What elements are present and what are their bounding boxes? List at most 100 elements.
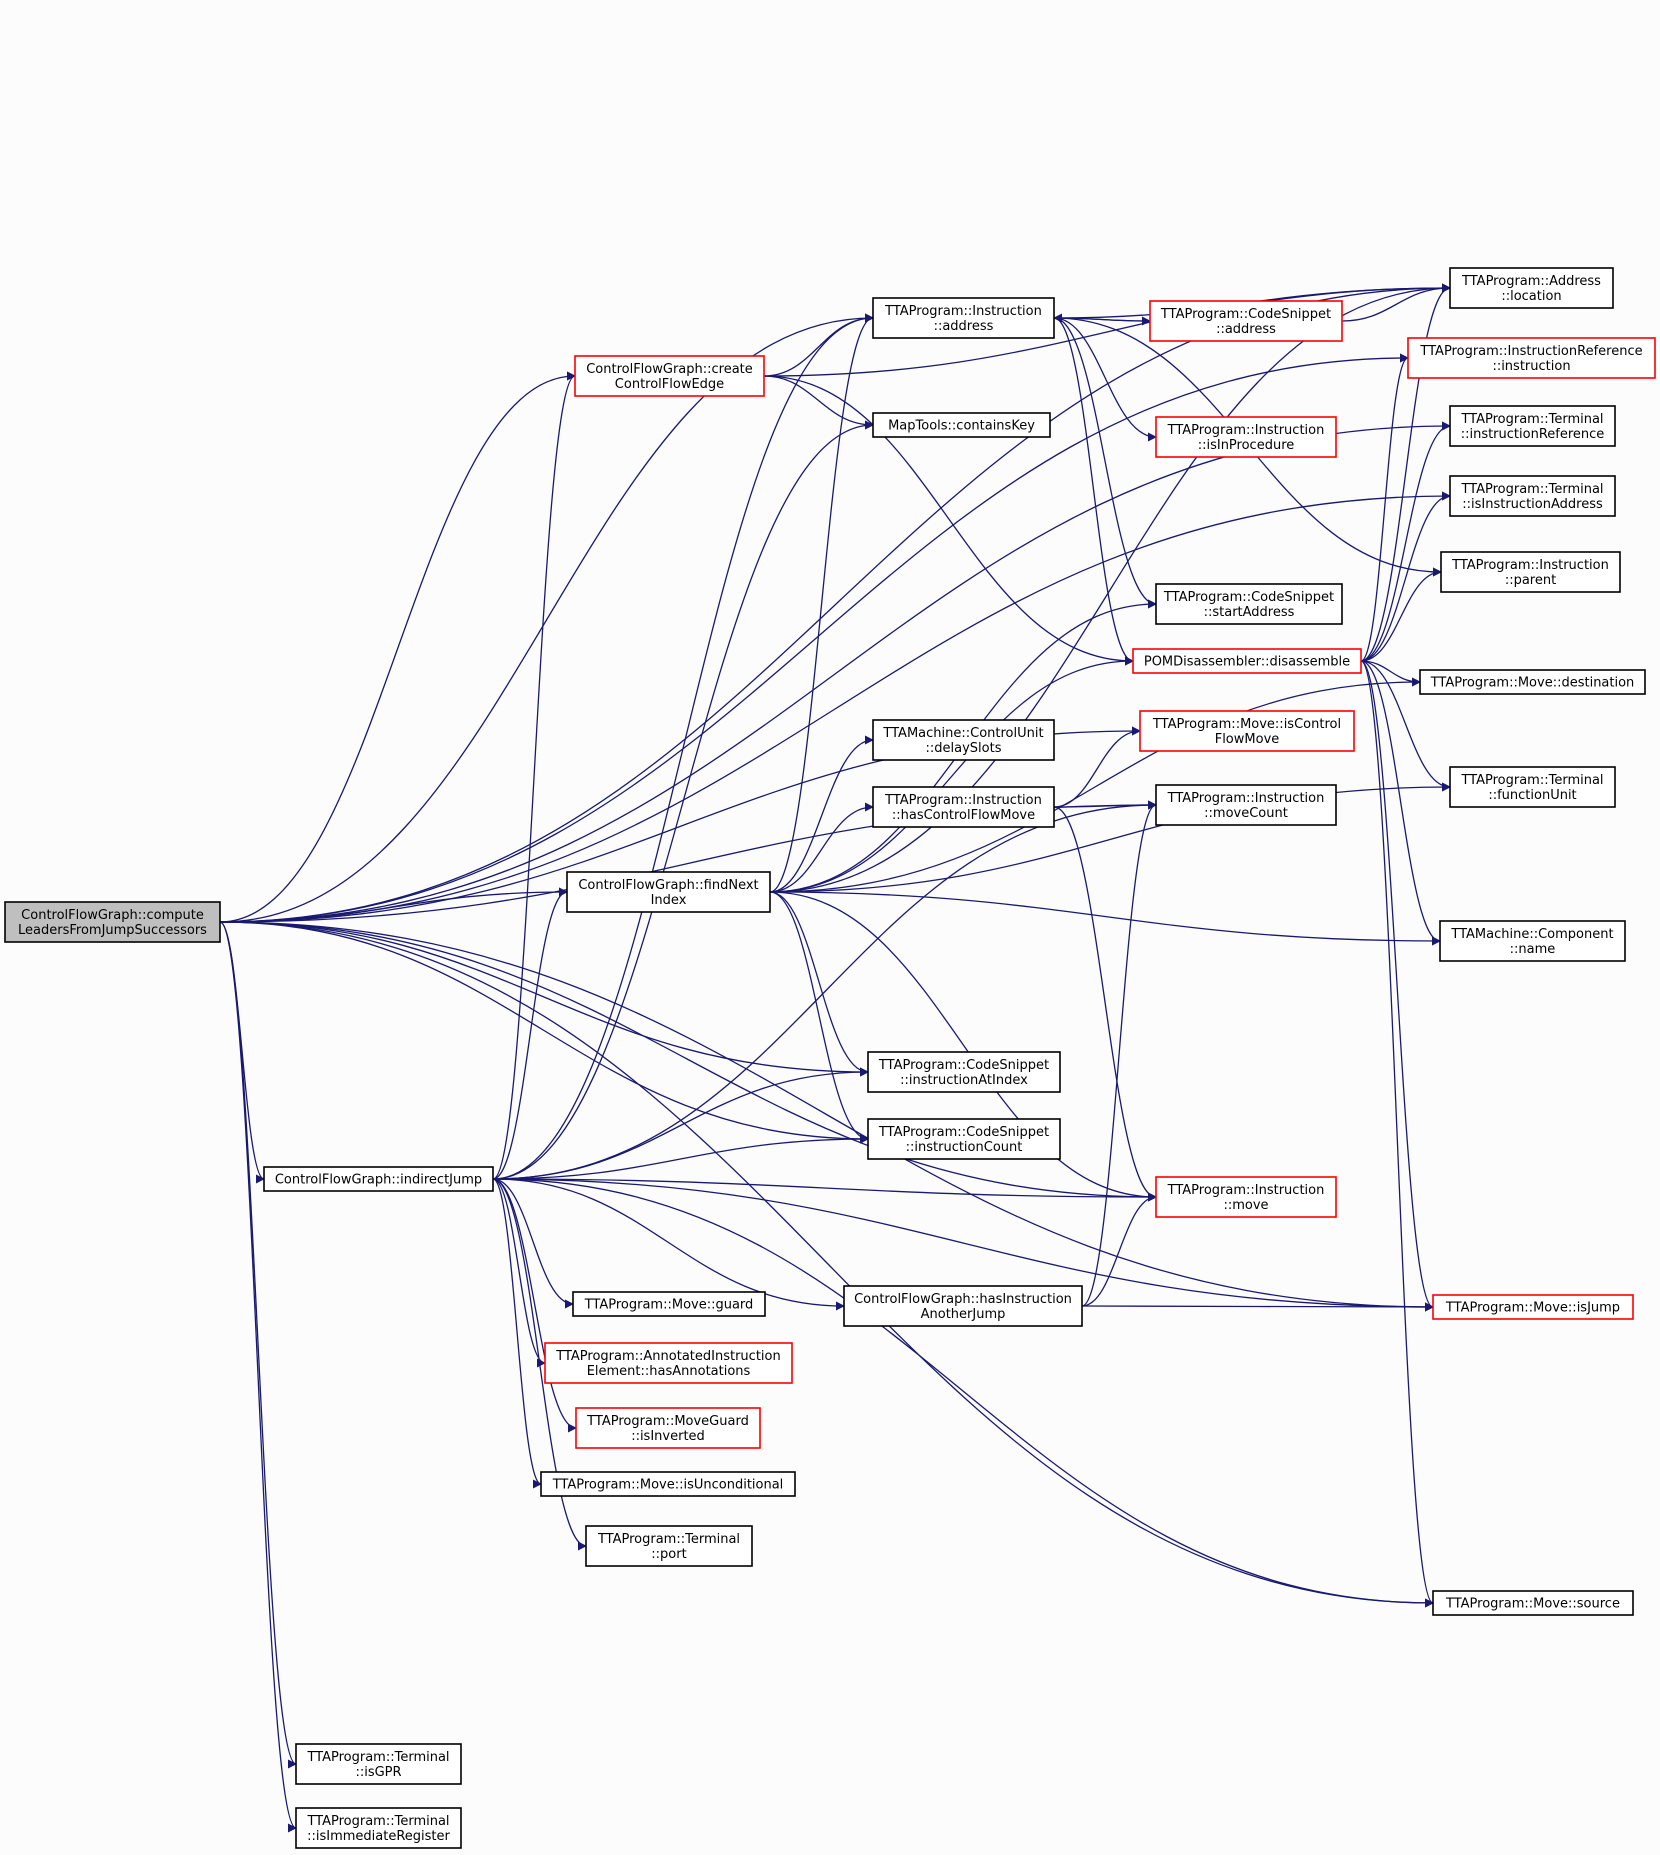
node-box: [872, 412, 1051, 438]
node-port[interactable]: TTAProgram::Terminal::port: [585, 1525, 753, 1567]
node-label: LeadersFromJumpSuccessors: [18, 923, 207, 938]
node-label: TTAProgram::Move::destination: [1430, 676, 1635, 691]
edge-disassemble-to-termInstrRef: [1360, 421, 1451, 662]
node-box: [843, 1285, 1083, 1327]
node-moveSource[interactable]: TTAProgram::Move::source: [1432, 1590, 1634, 1616]
node-label: TTAProgram::Instruction: [1167, 1183, 1325, 1198]
node-label: TTAProgram::Terminal: [1460, 773, 1603, 788]
node-moveCount[interactable]: TTAProgram::Instruction::moveCount: [1155, 784, 1337, 826]
edge-disassemble-to-addrLocation: [1360, 283, 1451, 662]
node-hasInstrJump[interactable]: ControlFlowGraph::hasInstructionAnotherJ…: [843, 1285, 1083, 1327]
node-instrMove[interactable]: TTAProgram::Instruction::move: [1155, 1176, 1337, 1218]
edge-indirectJump-to-isInverted: [492, 1178, 577, 1433]
node-box: [575, 1407, 761, 1449]
node-label: ControlFlowGraph::findNext: [578, 878, 758, 893]
node-disassemble[interactable]: POMDisassembler::disassemble: [1132, 648, 1362, 674]
node-label: TTAProgram::Move::isControl: [1152, 717, 1341, 732]
node-label: TTAProgram::Terminal: [306, 1750, 449, 1765]
node-label: ControlFlowEdge: [615, 377, 724, 392]
node-instrParent[interactable]: TTAProgram::Instruction::parent: [1440, 551, 1621, 593]
node-addrLocation[interactable]: TTAProgram::Address::location: [1449, 267, 1614, 309]
node-label: ::hasControlFlowMove: [892, 808, 1035, 823]
edge-indirectJump-to-instrCount: [492, 1134, 869, 1180]
edge-findNext-to-instrAddress: [769, 313, 874, 893]
node-label: TTAProgram::CodeSnippet: [1163, 590, 1334, 605]
node-termFU[interactable]: TTAProgram::Terminal::functionUnit: [1449, 766, 1616, 808]
node-label: Index: [651, 893, 687, 908]
node-indirectJump[interactable]: ControlFlowGraph::indirectJump: [263, 1166, 494, 1192]
node-label: ::name: [1510, 942, 1556, 957]
node-instrAtIndex[interactable]: TTAProgram::CodeSnippet::instructionAtIn…: [867, 1051, 1061, 1093]
node-csAddress[interactable]: TTAProgram::CodeSnippet::address: [1149, 300, 1343, 342]
edge-findNext-to-instrAtIndex: [769, 891, 869, 1077]
node-label: TTAProgram::Move::isJump: [1445, 1301, 1620, 1316]
edge-hasInstrJump-to-moveIsJump: [1081, 1302, 1434, 1312]
node-label: TTAProgram::Terminal: [597, 1532, 740, 1547]
edge-findNext-to-compName: [769, 891, 1441, 946]
node-box: [295, 1807, 462, 1849]
node-label: FlowMove: [1215, 732, 1280, 747]
node-label: ::isImmediateRegister: [307, 1829, 450, 1844]
node-root[interactable]: ControlFlowGraph::computeLeadersFromJump…: [4, 901, 221, 943]
node-moveIsJump[interactable]: TTAProgram::Move::isJump: [1432, 1294, 1634, 1320]
node-isInverted[interactable]: TTAProgram::MoveGuard::isInverted: [575, 1407, 761, 1449]
edge-indirectJump-to-instrMove: [492, 1178, 1157, 1202]
edge-root-to-indirectJump: [219, 921, 265, 1184]
edge-root-to-termIsInstrAddr: [219, 491, 1451, 923]
edge-root-to-termInstrRef: [219, 421, 1451, 923]
node-box: [4, 901, 221, 943]
node-isUnconditional[interactable]: TTAProgram::Move::isUnconditional: [540, 1471, 796, 1497]
node-compName[interactable]: TTAMachine::Component::name: [1439, 920, 1626, 962]
node-instrCount[interactable]: TTAProgram::CodeSnippet::instructionCoun…: [867, 1118, 1061, 1160]
node-box: [295, 1743, 462, 1785]
node-moveDest[interactable]: TTAProgram::Move::destination: [1419, 669, 1646, 695]
node-label: ::startAddress: [1204, 605, 1295, 620]
node-isInProcedure[interactable]: TTAProgram::Instruction::isInProcedure: [1155, 416, 1337, 458]
node-moveGuard[interactable]: TTAProgram::Move::guard: [572, 1291, 766, 1317]
node-instrRefInstr[interactable]: TTAProgram::InstructionReference::instru…: [1407, 337, 1656, 379]
edge-layer: [219, 283, 1451, 1833]
node-termInstrRef[interactable]: TTAProgram::Terminal::instructionReferen…: [1449, 405, 1616, 447]
edge-indirectJump-to-findNext: [492, 887, 568, 1180]
node-label: ::instruction: [1492, 359, 1570, 374]
node-label: ::isInProcedure: [1198, 438, 1295, 453]
node-delaySlots[interactable]: TTAMachine::ControlUnit::delaySlots: [872, 719, 1055, 761]
node-hasAnnotations[interactable]: TTAProgram::AnnotatedInstructionElement:…: [544, 1342, 793, 1384]
edge-root-to-instrAddress: [219, 313, 874, 923]
node-hasCFMove[interactable]: TTAProgram::Instruction::hasControlFlowM…: [872, 786, 1055, 828]
edge-instrAddress-to-disassemble: [1053, 317, 1134, 666]
node-label: TTAProgram::MoveGuard: [586, 1414, 749, 1429]
edge-hasInstrJump-to-instrMove: [1081, 1192, 1157, 1307]
node-box: [1440, 551, 1621, 593]
edge-findNext-to-moveDest: [769, 677, 1421, 893]
node-label: TTAMachine::Component: [1450, 927, 1613, 942]
edge-indirectJump-to-moveIsJump: [492, 1178, 1434, 1312]
edge-root-to-isGPR: [219, 921, 297, 1769]
node-isImmReg[interactable]: TTAProgram::Terminal::isImmediateRegiste…: [295, 1807, 462, 1849]
node-isGPR[interactable]: TTAProgram::Terminal::isGPR: [295, 1743, 462, 1785]
node-instrAddress[interactable]: TTAProgram::Instruction::address: [872, 297, 1055, 339]
node-label: ::location: [1501, 289, 1561, 304]
node-box: [1155, 1176, 1337, 1218]
node-box: [1132, 648, 1362, 674]
edge-findNext-to-disassemble: [769, 656, 1134, 893]
node-box: [544, 1342, 793, 1384]
node-label: TTAMachine::ControlUnit: [882, 726, 1043, 741]
edge-indirectJump-to-containsKey: [492, 420, 874, 1180]
node-label: TTAProgram::CodeSnippet: [1160, 307, 1331, 322]
edge-root-to-instrCount: [219, 921, 869, 1144]
edge-createEdge-to-instrAddress: [763, 313, 874, 377]
edge-csAddress-to-instrAddress: [1053, 313, 1151, 323]
node-startAddress[interactable]: TTAProgram::CodeSnippet::startAddress: [1155, 583, 1343, 625]
node-label: ::move: [1223, 1198, 1268, 1213]
node-containsKey[interactable]: MapTools::containsKey: [872, 412, 1051, 438]
node-label: TTAProgram::InstructionReference: [1419, 344, 1642, 359]
node-termIsInstrAddr[interactable]: TTAProgram::Terminal::isInstructionAddre…: [1449, 475, 1616, 517]
node-box: [1407, 337, 1656, 379]
node-box: [872, 786, 1055, 828]
node-label: ::isInverted: [631, 1429, 705, 1444]
edge-indirectJump-to-hasAnnotations: [492, 1178, 546, 1368]
